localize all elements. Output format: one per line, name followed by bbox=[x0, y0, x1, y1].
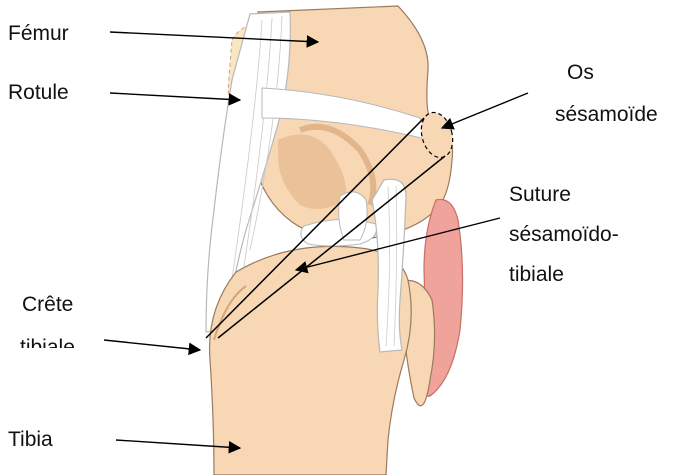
label-os: Os bbox=[567, 62, 594, 83]
arrow-crete bbox=[104, 340, 200, 350]
label-crop-mask bbox=[16, 348, 102, 362]
arrow-rotule bbox=[110, 93, 240, 100]
label-rotule: Rotule bbox=[8, 82, 69, 103]
label-femur: Fémur bbox=[8, 23, 69, 44]
label-sesamoido: sésamoïdo- bbox=[509, 224, 619, 245]
label-crete: Crête bbox=[22, 294, 73, 315]
label-sesamoide: sésamoïde bbox=[555, 104, 658, 125]
label-suture: Suture bbox=[509, 184, 571, 205]
arrow-sesamoide bbox=[442, 93, 528, 128]
label-tibiale: tibiale bbox=[509, 264, 564, 285]
label-tibia: Tibia bbox=[8, 429, 53, 450]
